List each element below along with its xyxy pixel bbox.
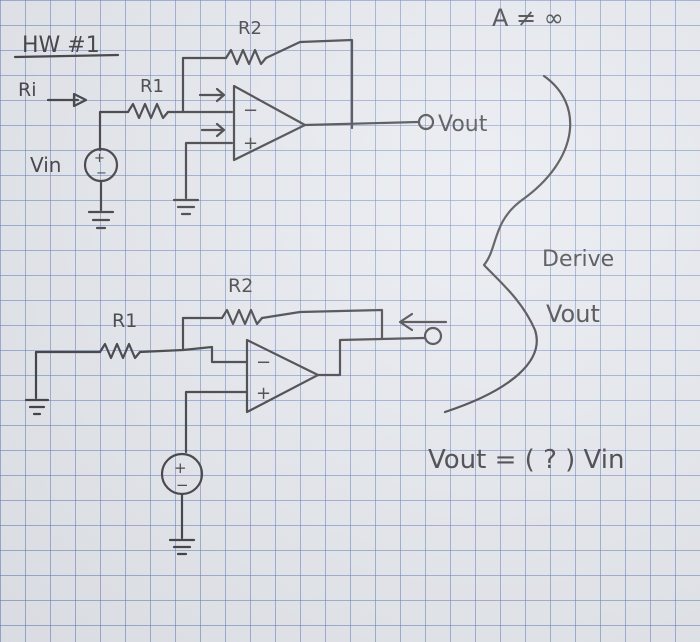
node-wire: [166, 56, 185, 114]
source-bottom-minus: −: [176, 476, 189, 494]
ground-symbol-bottom-left: [24, 398, 50, 416]
noninverting-source-wire: [184, 390, 248, 454]
source-top-plus: +: [94, 151, 105, 166]
homework-title: HW #1: [22, 33, 100, 58]
output-terminal-bottom: [423, 326, 443, 346]
derive-label: Derive: [542, 247, 614, 272]
bottom-circuit: R1 R2 − + + −: [24, 275, 448, 556]
output-wire-top: [303, 120, 420, 127]
op-amp-bottom-plus: +: [256, 383, 271, 404]
bottom-node-wire: [138, 316, 185, 354]
title-underline: [13, 53, 120, 59]
ground-to-r1-wire: [34, 350, 102, 400]
r2-top-label: R2: [238, 18, 262, 39]
output-arrow-bottom: [398, 312, 448, 332]
r1-bottom-resistor: [98, 342, 142, 360]
op-amp-top-minus: −: [243, 100, 258, 121]
top-circuit: Ri R1 R2 − + Vout + − Vin: [18, 18, 488, 230]
op-amp-bottom: [245, 338, 320, 414]
noninverting-input-arrow: [200, 122, 226, 138]
r1-bottom-label: R1: [112, 310, 137, 332]
ground-symbol-top-source: [87, 210, 115, 230]
curly-brace: [443, 74, 572, 414]
vin-top-wire: [98, 110, 130, 152]
r1-top-resistor: [126, 102, 170, 120]
source-top-minus: −: [96, 166, 107, 181]
r2-bottom-resistor: [220, 308, 264, 326]
inverting-input-wire-bottom: [181, 345, 248, 364]
output-terminal-top: [417, 113, 435, 131]
source-bottom-plus: +: [174, 459, 187, 477]
vout-side-label: Vout: [546, 300, 600, 328]
r2-top-resistor: [224, 48, 268, 66]
ri-arrow-head: [72, 92, 88, 108]
feedback-right-wire: [264, 38, 354, 130]
op-amp-top: [232, 84, 307, 162]
ground-symbol-bottom-source: [168, 538, 196, 556]
inverting-input-arrow: [198, 87, 226, 103]
feedback-right-wire-bottom: [260, 308, 384, 340]
vout-top-label: Vout: [438, 112, 488, 137]
output-wire-bottom: [316, 336, 426, 377]
op-amp-bottom-minus: −: [256, 352, 271, 373]
noninverting-ground-wire: [184, 141, 234, 200]
gain-note: A ≠ ∞: [492, 4, 564, 32]
r2-bottom-label: R2: [228, 275, 253, 297]
ri-label: Ri: [18, 79, 36, 101]
vin-label: Vin: [30, 153, 61, 177]
op-amp-top-plus: +: [243, 133, 258, 154]
ground-symbol-top-opamp: [172, 198, 200, 216]
equation-text: Vout = ( ? ) Vin: [428, 445, 624, 475]
r1-top-label: R1: [140, 76, 164, 97]
